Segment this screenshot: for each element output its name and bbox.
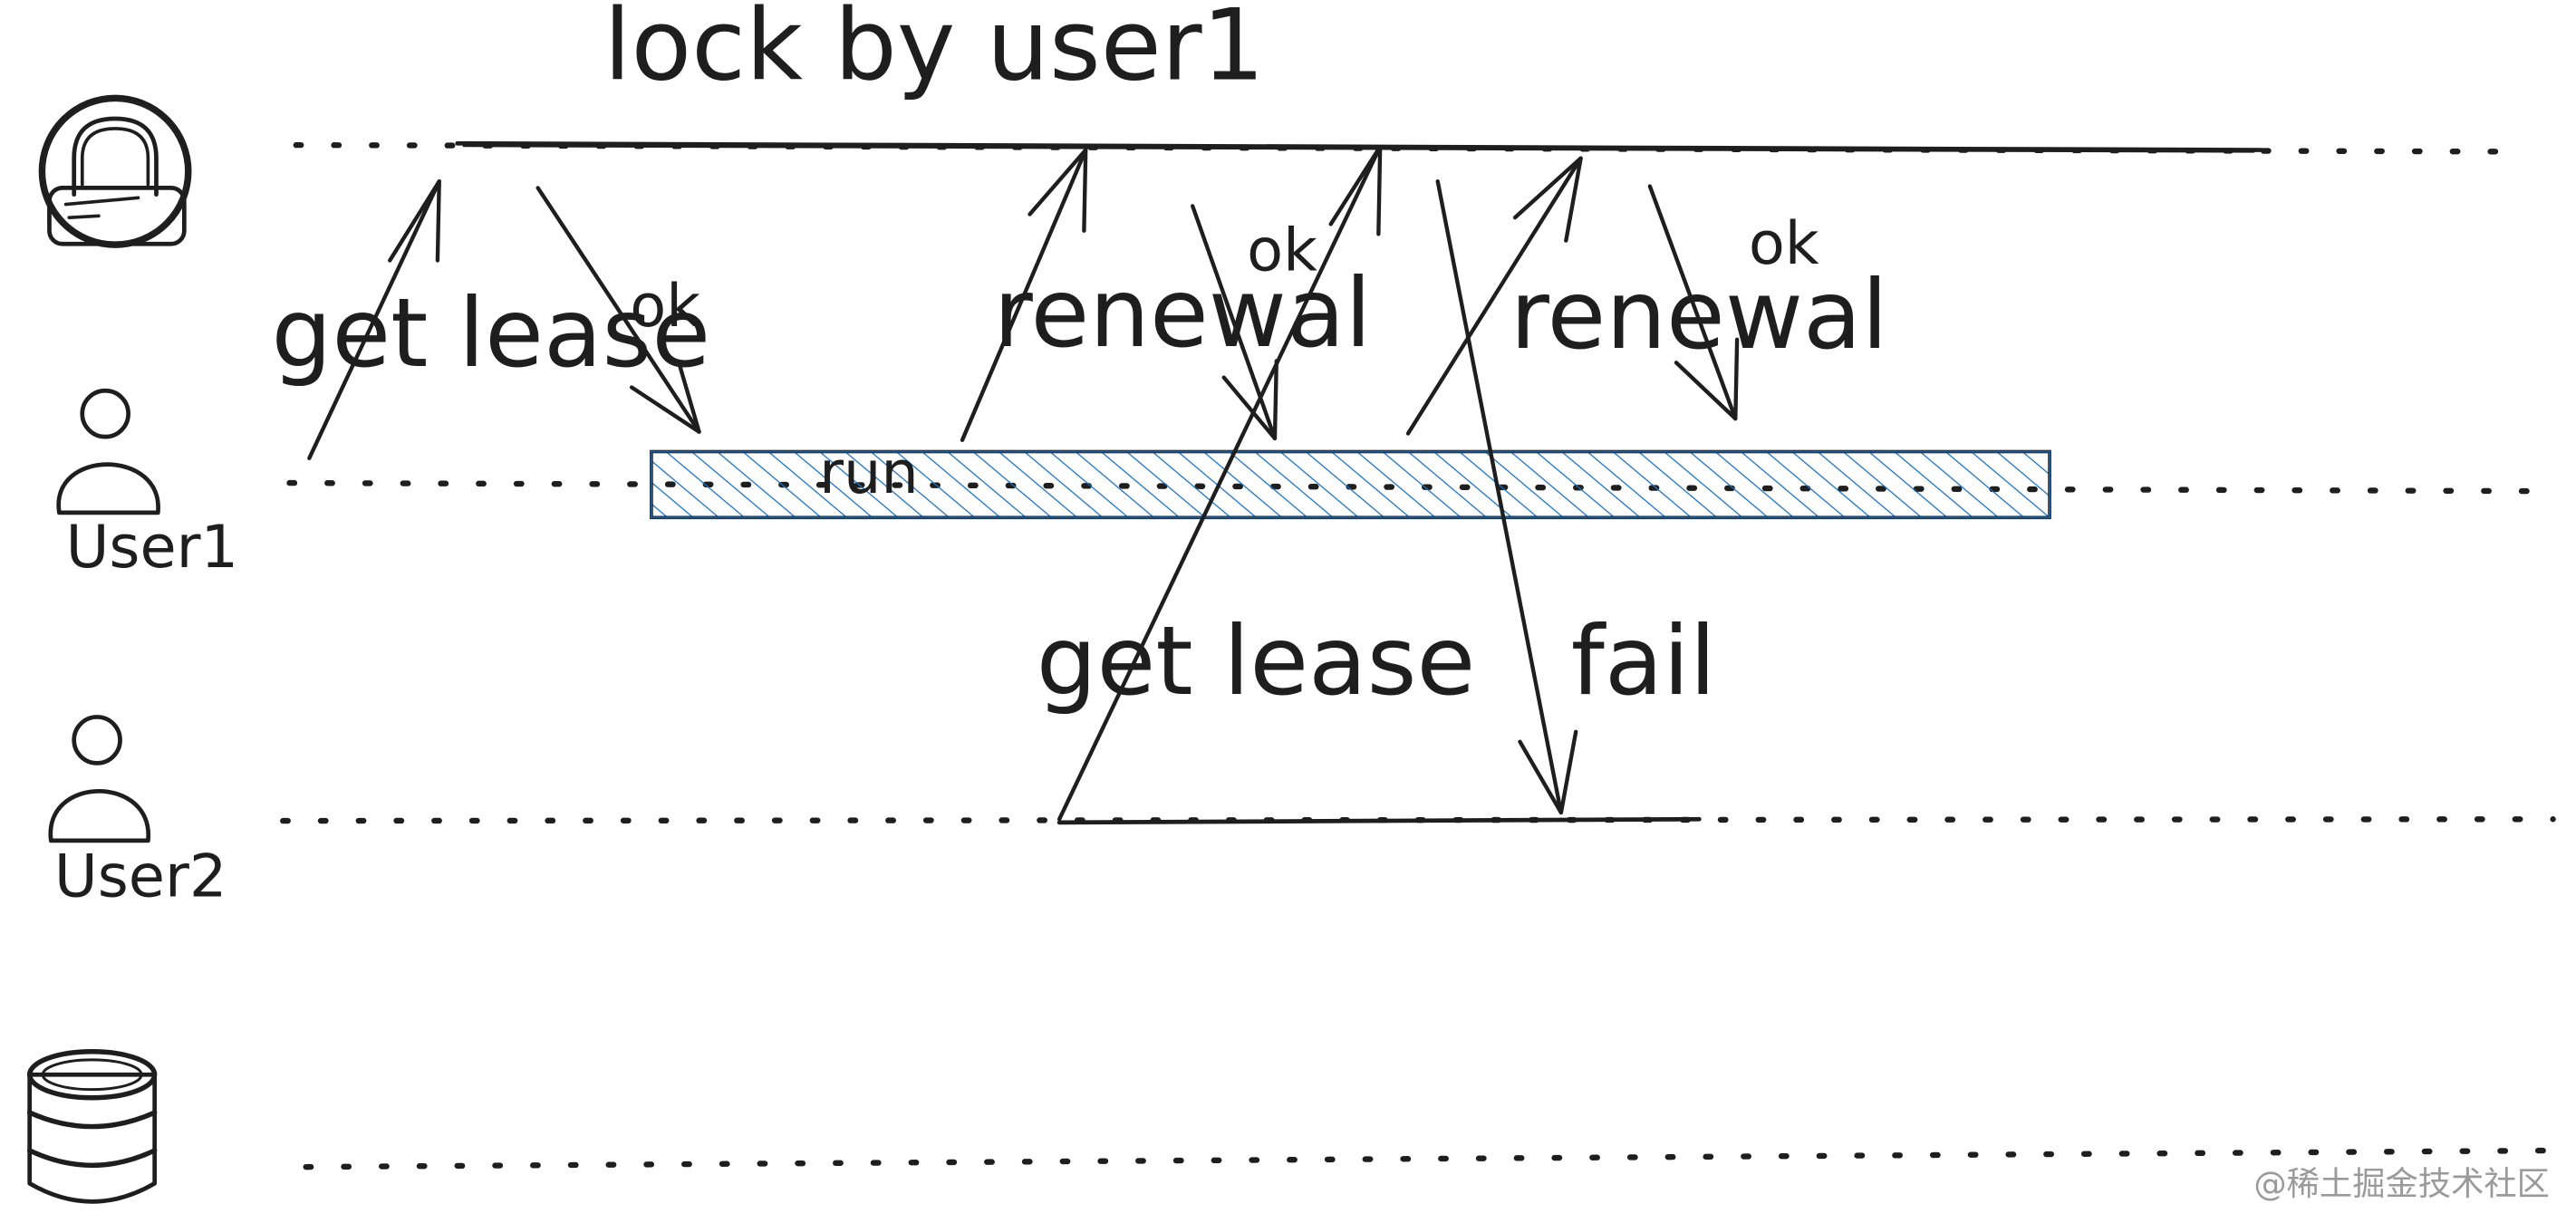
arrow-renewal-2 [1405,156,1583,436]
arrow-renewal-1 [960,148,1088,442]
user2-icon [48,715,150,843]
watermark: @稀土掘金技术社区 [2253,1164,2550,1203]
arrow-get-lease-user1 [307,178,441,460]
message-ok-3: ok [1749,209,1819,278]
message-fail: fail [1571,605,1716,717]
lock-icon [38,94,192,248]
user1-label: User1 [66,513,238,582]
message-renewal-1: renewal [994,257,1372,369]
database-icon [26,1049,158,1204]
run-bar [650,449,2051,520]
arrow-fail [1435,178,1578,815]
arrow-ok-1 [535,186,701,434]
user2-label: User2 [54,843,227,911]
message-get-lease-2: get lease [1037,605,1476,717]
message-ok-2: ok [1247,216,1317,284]
diagram-title: lock by user1 [603,0,1265,102]
message-get-lease-1: get lease [272,277,711,389]
arrow-ok-3 [1647,184,1740,421]
message-ok-1: ok [630,272,700,341]
user2-attempt-line [1056,816,1702,825]
message-renewal-2: renewal [1510,259,1888,371]
lifeline-database [303,1147,2563,1170]
run-bar-label: run [819,438,919,507]
arrow-get-lease-user2 [1056,144,1383,822]
user1-icon [56,388,160,515]
lock-hold-line [455,140,2264,153]
